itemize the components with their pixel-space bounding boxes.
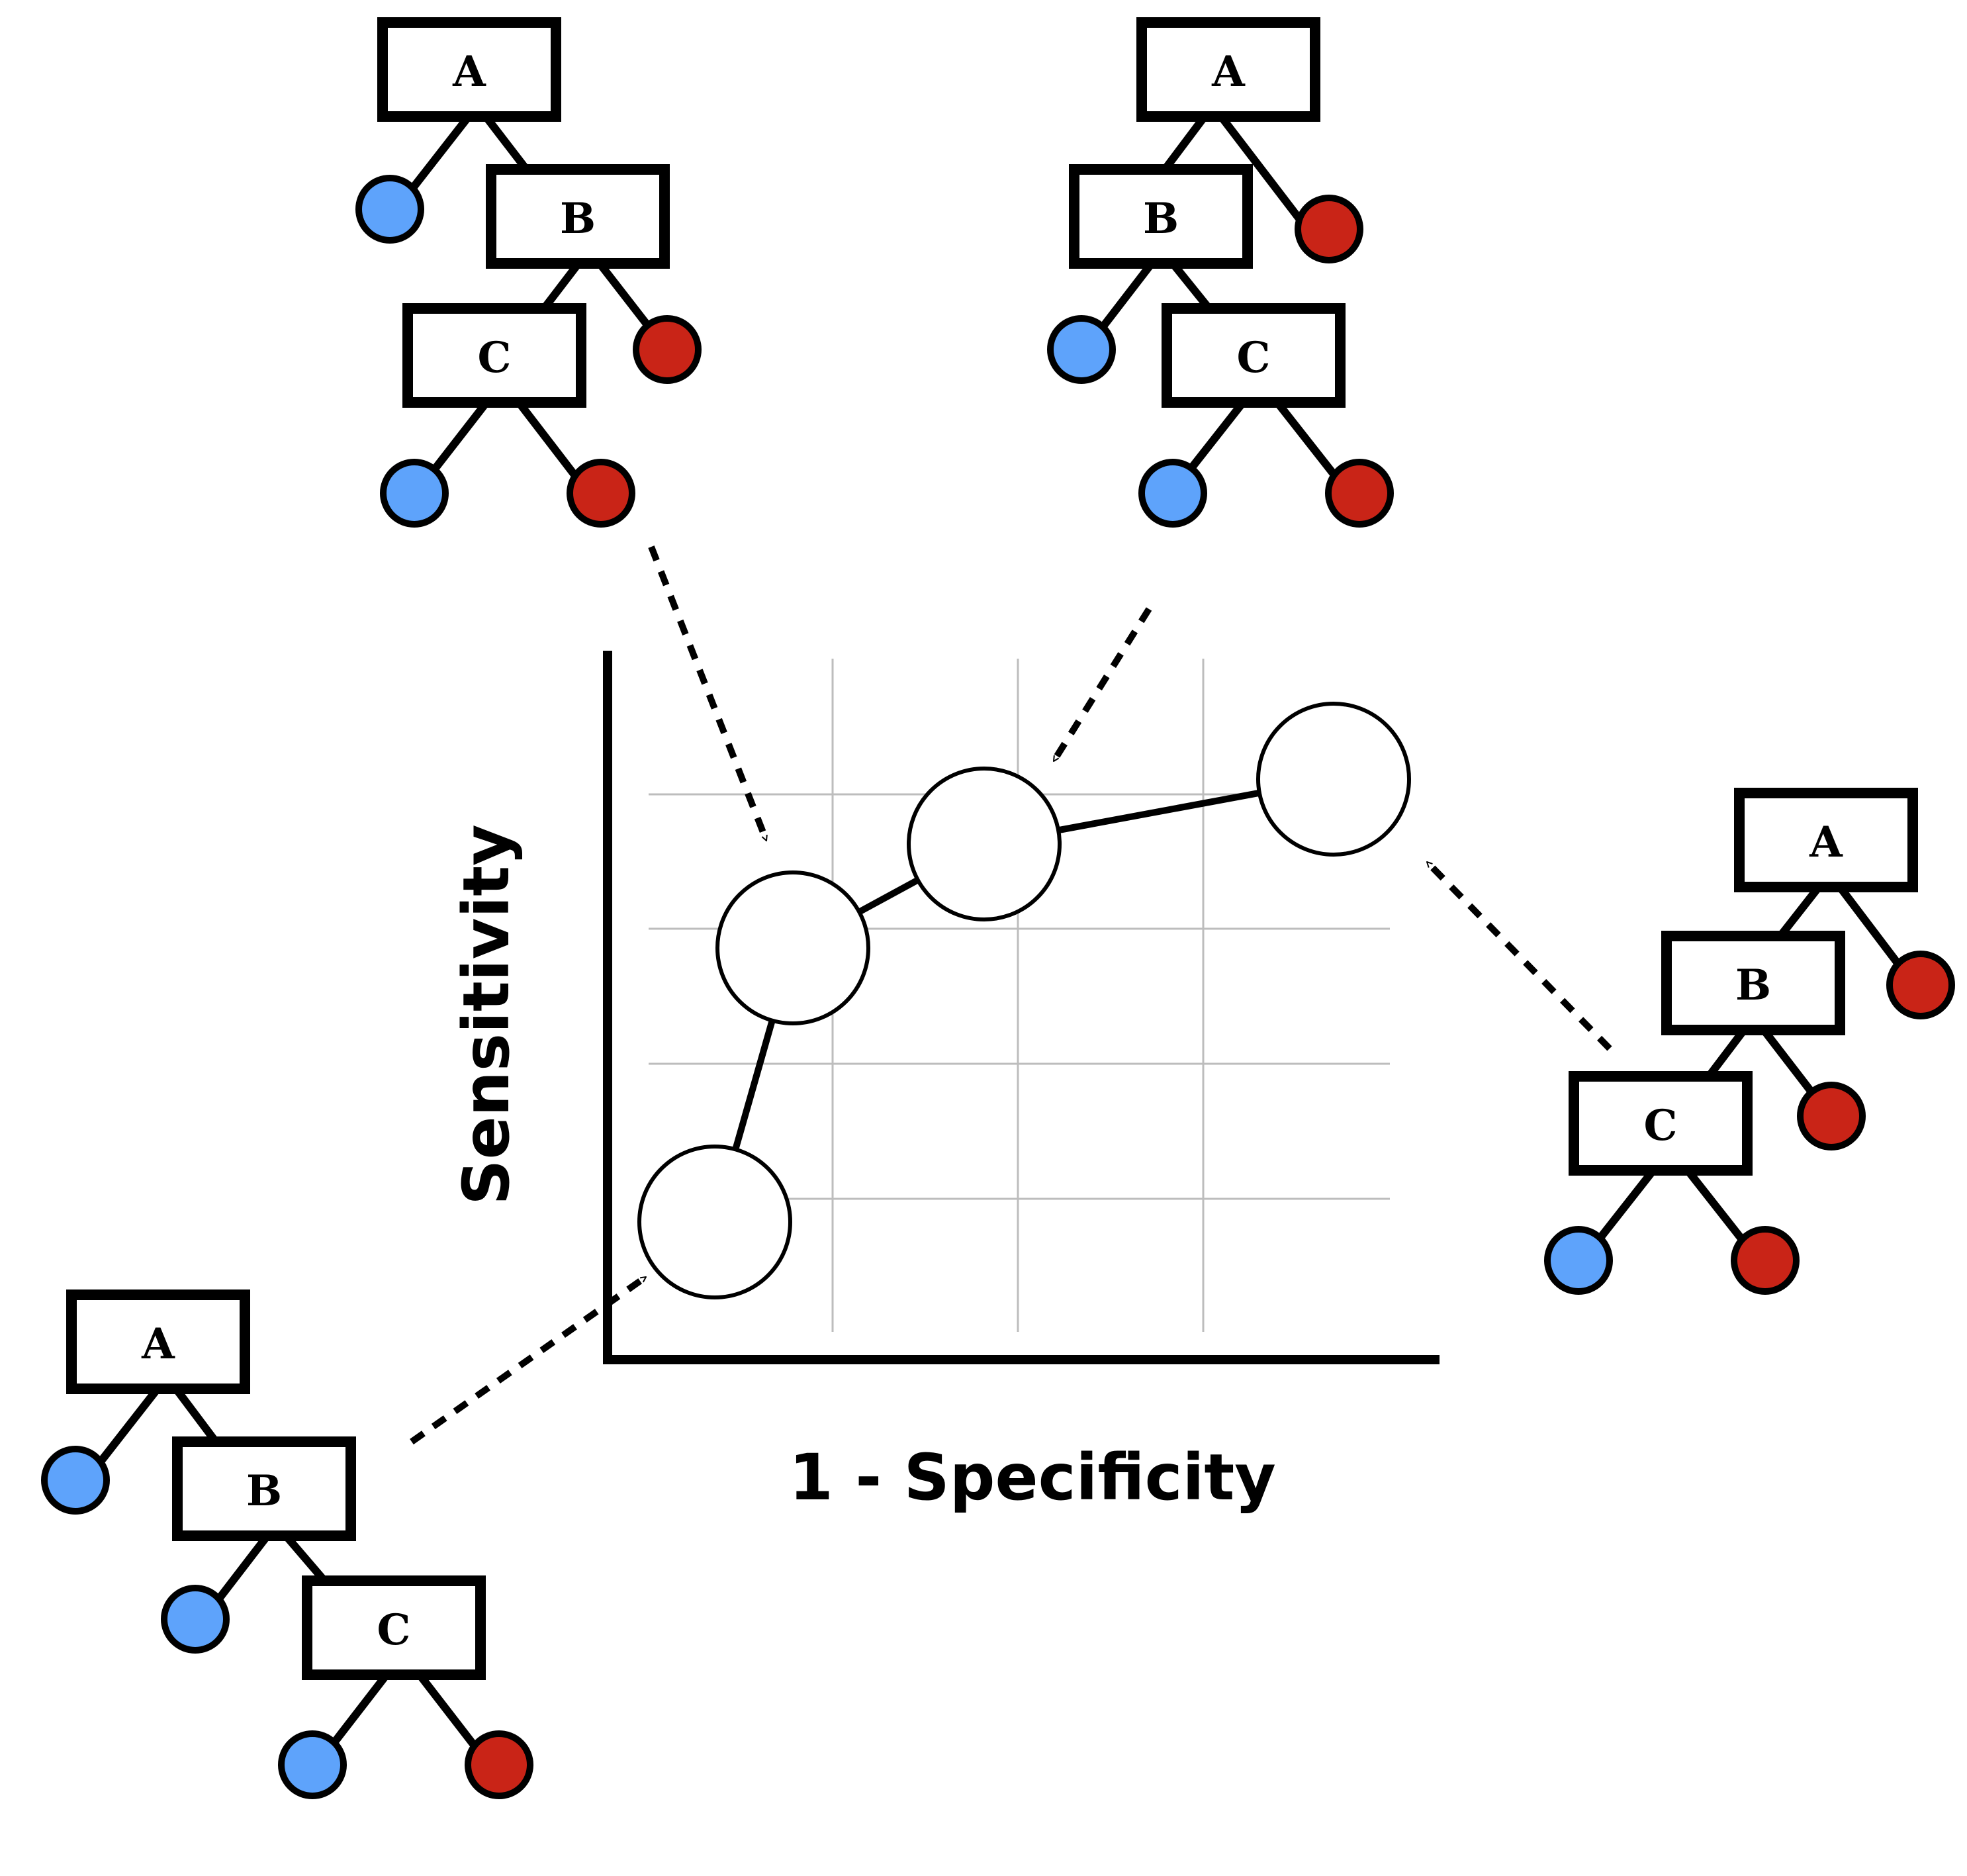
tree-edge [1095,259,1156,336]
tree-node-b: B [1661,931,1845,1035]
leaf-red [465,1730,533,1799]
plot-axes [603,651,1440,1364]
tree-node-c: C [402,303,586,408]
tree-edge [324,1671,390,1754]
roc-point [1256,702,1411,857]
node-label: A [452,47,486,97]
tree-edge [1181,399,1247,481]
dashed-arrow [410,1274,648,1445]
tree-edge [1776,883,1823,940]
dashed-arrow [1424,859,1612,1051]
tree-edge [425,399,490,481]
tree-node-c: C [302,1575,486,1680]
tree-edge [282,1532,330,1586]
node-label: C [377,1605,411,1655]
leaf-blue [380,459,449,528]
tree-edge [172,1385,220,1446]
leaf-red [567,459,635,528]
node-label: C [1644,1101,1678,1150]
dashed-arrow [648,545,770,841]
tree-node-c: C [1569,1071,1753,1176]
tree-node-a: A [377,17,561,122]
leaf-red [1731,1226,1800,1295]
tree-edge [482,113,531,175]
roc-point [715,870,870,1025]
tree-edge [1684,1166,1750,1248]
leaf-blue [355,175,424,244]
tree-edge [416,1671,482,1754]
node-label: C [1237,333,1271,383]
tree-edge [540,259,582,312]
leaf-red [633,315,702,384]
decision-tree: A B C [355,17,702,528]
tree-node-a: A [66,1290,250,1394]
tree-node-a: A [1734,788,1918,892]
leaf-red [1325,459,1394,528]
node-label: B [560,194,596,244]
leaf-red [1295,195,1363,263]
node-label: B [246,1466,282,1516]
leaf-red [1886,951,1955,1019]
node-label: A [141,1319,175,1369]
leaf-blue [1138,459,1207,528]
dashed-arrow [1050,607,1152,763]
decision-tree: A B C [1047,17,1394,528]
tree-edge [1161,113,1209,173]
node-label: A [1809,818,1843,867]
tree-edge [1760,1026,1821,1103]
node-label: B [1143,194,1179,244]
tree-node-a: A [1136,17,1320,122]
tree-edge [1217,113,1311,233]
tree-edge [1836,883,1910,978]
node-label: C [478,333,512,383]
leaf-blue [1047,315,1116,384]
tree-node-b: B [172,1436,356,1541]
leaf-blue [41,1446,110,1515]
node-label: B [1735,961,1771,1010]
tree-edge [1705,1026,1748,1080]
tree-node-b: B [1069,164,1253,269]
decision-tree: A B C [41,1290,533,1799]
leaf-blue [278,1730,347,1799]
tree-node-b: B [486,164,670,269]
tree-edge [596,259,654,332]
roc-point [637,1145,792,1299]
roc-curve [637,702,1411,1299]
decision-tree: A B C [1544,788,1955,1295]
roc-point [907,767,1062,921]
leaf-blue [161,1585,230,1654]
mapping-arrows [410,545,1612,1445]
y-axis-label: Sensitivity [449,824,524,1205]
x-axis-label: 1 - Specificity [789,1440,1276,1515]
tree-edge [1591,1166,1657,1248]
node-label: A [1211,47,1246,97]
tree-edge [1273,399,1340,481]
roc-points [637,702,1411,1299]
tree-edge [515,399,580,481]
leaf-blue [1544,1226,1613,1295]
leaf-red [1797,1082,1866,1150]
tree-node-c: C [1162,303,1346,408]
